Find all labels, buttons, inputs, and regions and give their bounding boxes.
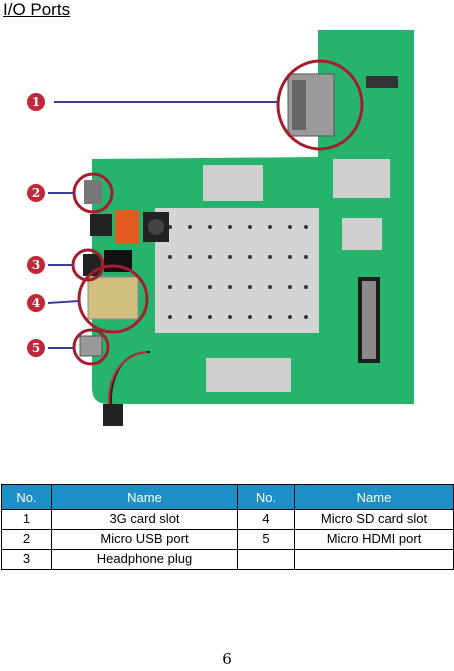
callout-1: 1 (27, 93, 45, 111)
cell-name: Micro SD card slot (294, 509, 454, 530)
header-name-left: Name (51, 484, 238, 510)
callout-2: 2 (27, 184, 45, 202)
sd-slot (87, 276, 139, 320)
cell-no: 5 (237, 529, 295, 550)
header-no-right: No. (237, 484, 295, 510)
callout-5: 5 (27, 339, 45, 357)
highlight-4 (77, 264, 149, 334)
cell-name (294, 549, 454, 570)
cell-name: Headphone plug (51, 549, 238, 570)
table-header-row: No. Name No. Name (1, 484, 454, 510)
cell-no: 4 (237, 509, 295, 530)
highlight-1 (276, 59, 364, 151)
page-number: 6 (222, 650, 232, 668)
io-ports-table: No. Name No. Name 1 3G card slot 4 Micro… (1, 484, 454, 570)
headphone-plug (103, 404, 123, 426)
shield-top-left (203, 165, 263, 201)
header-name-right: Name (294, 484, 454, 510)
shield-main (155, 208, 319, 333)
cell-no: 3 (1, 549, 52, 570)
callout-4: 4 (27, 294, 45, 312)
shield-bottom (206, 358, 291, 392)
cell-no: 2 (1, 529, 52, 550)
cell-no: 1 (1, 509, 52, 530)
callout-3: 3 (27, 256, 45, 274)
cell-name: Micro USB port (51, 529, 238, 550)
shield-top-right (333, 159, 390, 198)
table-row: 1 3G card slot 4 Micro SD card slot (1, 509, 454, 530)
cell-name: 3G card slot (51, 509, 238, 530)
cell-name: Micro HDMI port (294, 529, 454, 550)
table-row: 3 Headphone plug (1, 549, 454, 570)
shield-mid-right (342, 218, 382, 250)
cell-no (237, 549, 295, 570)
header-no-left: No. (1, 484, 52, 510)
board-illustration: 1 2 3 4 5 (0, 22, 454, 442)
section-title: I/O Ports (3, 0, 71, 19)
hdmi-port (79, 335, 103, 357)
table-row: 2 Micro USB port 5 Micro HDMI port (1, 529, 454, 550)
